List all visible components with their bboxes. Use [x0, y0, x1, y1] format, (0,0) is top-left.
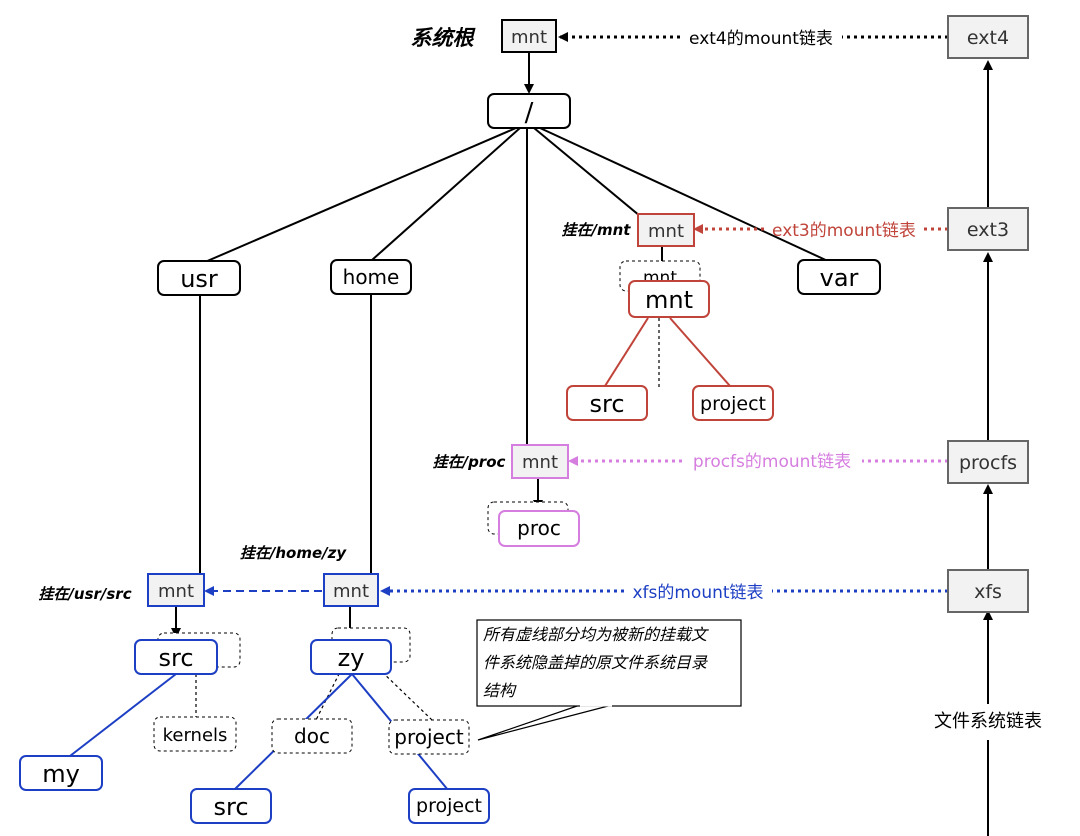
- var-box: [797, 259, 881, 295]
- usr-mount-text: mnt: [158, 581, 194, 602]
- red-subtree-edges: [604, 317, 731, 387]
- mount-label-proc: 挂在/proc: [433, 453, 506, 471]
- note-line-1: 所有虚线部分均为被新的挂载文: [483, 625, 709, 644]
- slash-text: /: [525, 98, 534, 128]
- edge-slash-home: [371, 127, 521, 261]
- root-mnt-box: [501, 19, 557, 53]
- my-text: my: [42, 760, 80, 788]
- fs-ext3-text: ext3: [967, 219, 1009, 241]
- src-zy-text: src: [213, 793, 248, 821]
- home-text: home: [343, 265, 400, 289]
- link-label-ext4: ext4的mount链表: [689, 29, 833, 49]
- fs-ext3-box: [947, 207, 1029, 251]
- fs-xfs-box: [947, 569, 1029, 613]
- edge-slash-var: [539, 127, 831, 263]
- slash-box: [487, 93, 571, 129]
- var-text: var: [820, 264, 859, 292]
- mount-root-arrows: [171, 246, 667, 638]
- edge-hidden-zy-doc: [315, 667, 343, 721]
- zy-box: [310, 639, 392, 675]
- mount-label-home-zy: 挂在/home/zy: [240, 544, 347, 562]
- edge-slash-usr: [204, 127, 517, 263]
- fs-chain-label: 文件系统链表: [934, 711, 1042, 732]
- link-label-xfs: xfs的mount链表: [632, 583, 763, 603]
- home-box: [330, 259, 412, 295]
- src-blue-box: [134, 639, 218, 675]
- tree-edges: [199, 52, 831, 576]
- src-zy-box: [190, 788, 272, 824]
- fs-ext4-text: ext4: [967, 27, 1009, 49]
- kernels-box: [153, 716, 237, 752]
- mnt-red-root-box: [628, 280, 710, 318]
- proc-root-box: [498, 510, 580, 547]
- root-label: 系统根: [411, 26, 477, 50]
- mnt-red-root-text: mnt: [645, 286, 693, 314]
- home-mount-text: mnt: [333, 581, 369, 602]
- mnt-red-mount-text: mnt: [648, 221, 684, 242]
- note-line-3: 结构: [483, 681, 517, 700]
- fs-xfs-text: xfs: [974, 581, 1002, 603]
- usr-box: [157, 260, 241, 296]
- note-callout: 所有虚线部分均为被新的挂载文 件系统隐盖掉的原文件系统目录 结构: [476, 619, 742, 741]
- fs-procfs-box: [947, 440, 1029, 484]
- src-red-box: [566, 385, 648, 421]
- project-red-text: project: [700, 393, 766, 415]
- note-box: [476, 619, 742, 707]
- link-label-ext3: ext3的mount链表: [772, 221, 916, 241]
- fs-ext4-box: [947, 15, 1029, 59]
- mount-label-mnt: 挂在/mnt: [562, 221, 632, 239]
- kernels-text: kernels: [163, 725, 228, 746]
- doc-box: [271, 718, 353, 754]
- project-zy-text: project: [416, 795, 482, 817]
- project-zy-box: [408, 788, 490, 824]
- fs-chain: ext4 ext3 procfs xfs: [947, 15, 1029, 613]
- root-mnt-text: mnt: [511, 27, 547, 48]
- link-label-procfs: procfs的mount链表: [693, 452, 851, 472]
- zy-text: zy: [338, 644, 365, 672]
- src-blue-text: src: [158, 644, 193, 672]
- proc-mount-text: mnt: [522, 452, 558, 473]
- proc-mount-box: [511, 444, 569, 479]
- proc-root-text: proc: [517, 516, 561, 540]
- src-red-text: src: [589, 390, 624, 418]
- edge-slash-mnt: [533, 127, 641, 217]
- project-red-box: [692, 385, 774, 421]
- project-hidden-box: [388, 719, 470, 755]
- doc-text: doc: [294, 724, 330, 748]
- usr-text: usr: [180, 265, 218, 293]
- fs-procfs-text: procfs: [959, 452, 1017, 474]
- home-mount-box: [323, 573, 379, 607]
- mount-label-usr-src: 挂在/usr/src: [38, 585, 131, 603]
- note-line-2: 件系统隐盖掉的原文件系统目录: [483, 653, 708, 672]
- edge-hidden-zy-project: [377, 667, 433, 721]
- my-box: [19, 755, 103, 791]
- mnt-red-mount-box: [637, 213, 695, 247]
- mount-list-links: [204, 32, 948, 596]
- usr-mount-box: [147, 573, 205, 607]
- project-hidden-text: project: [394, 725, 464, 749]
- hidden-structure-lines: [195, 318, 660, 721]
